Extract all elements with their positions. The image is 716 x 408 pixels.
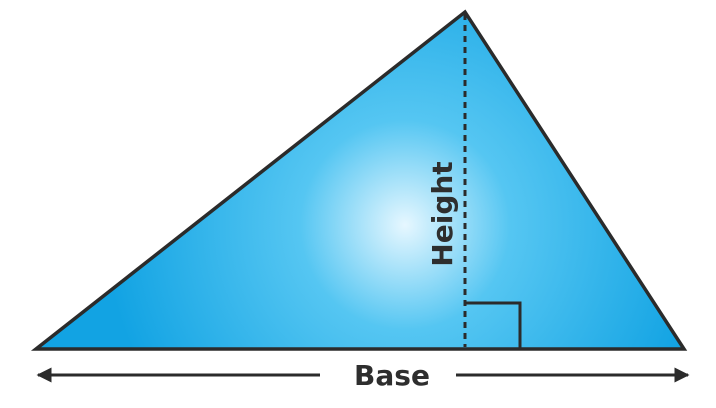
- triangle-shape: [30, 9, 688, 351]
- base-label: Base: [354, 359, 430, 392]
- right-angle-marker: [465, 301, 522, 349]
- height-label: Height: [426, 161, 459, 266]
